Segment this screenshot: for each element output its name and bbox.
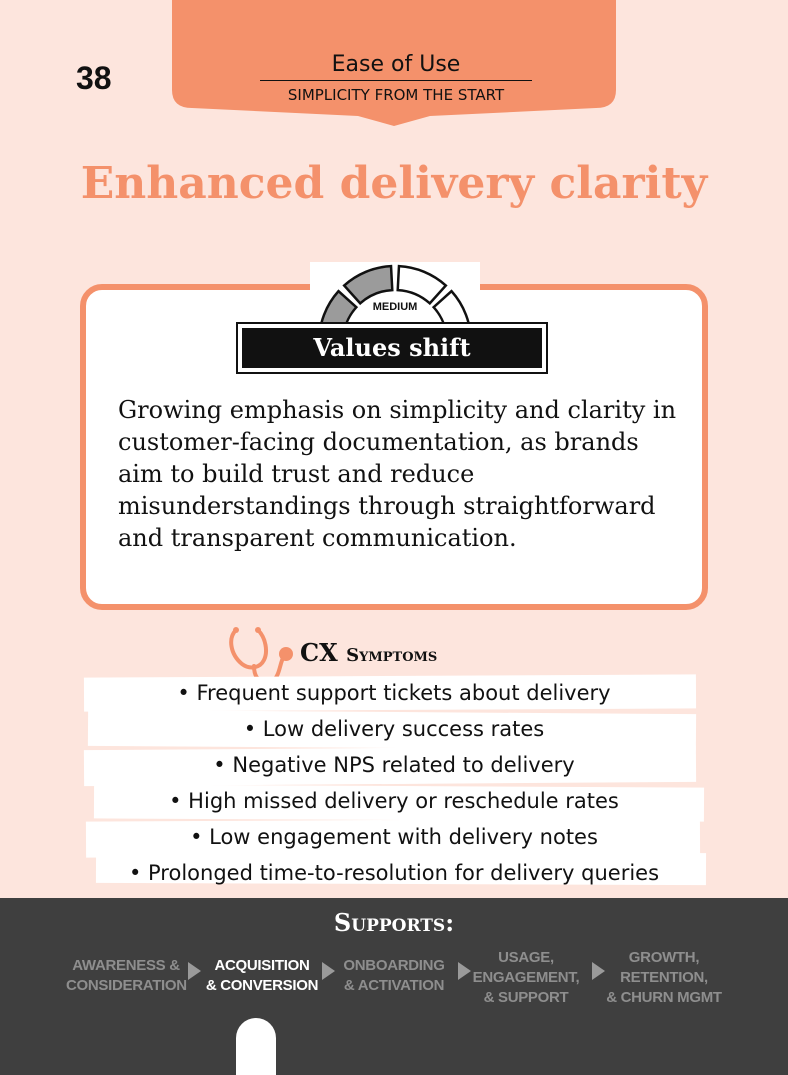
shift-type-badge: Values shift [236, 322, 548, 374]
symptom-item: • High missed delivery or reschedule rat… [169, 789, 619, 813]
symptom-item: • Frequent support tickets about deliver… [177, 681, 611, 705]
shift-type-label: Values shift [242, 328, 542, 368]
symptom-item: • Low engagement with delivery notes [190, 825, 598, 849]
stage-arrow-icon [188, 962, 201, 980]
card-headline: Enhanced delivery clarity [80, 158, 708, 209]
stage-arrow-icon [458, 962, 471, 980]
stage-usage: USAGE, ENGAGEMENT, & SUPPORT [472, 949, 580, 1006]
stage-awareness: AWARENESS & CONSIDERATION [66, 957, 187, 994]
stage-arrow-icon [592, 962, 605, 980]
active-stage-marker [236, 1018, 276, 1075]
header-tab [172, 0, 616, 126]
page-number: 38 [76, 60, 112, 96]
symptoms-title: CX Symptoms [300, 638, 437, 667]
gauge-label: MEDIUM [372, 301, 418, 313]
shift-description: Growing emphasis on simplicity and clari… [118, 396, 677, 552]
symptoms-title-rest: Symptoms [346, 645, 438, 666]
gauge-segment-empty [431, 289, 472, 332]
stage-acquisition: ACQUISITION & CONVERSION [205, 957, 319, 994]
gauge-segment-filled [342, 264, 394, 306]
shift-description-box: Growing emphasis on simplicity and clari… [80, 284, 708, 610]
symptoms-title-prefix: CX [300, 638, 347, 667]
category-subtitle: SIMPLICITY FROM THE START [287, 86, 505, 104]
gauge-segment-empty [396, 264, 448, 306]
supports-title-text: Supports: [333, 908, 455, 937]
supports-panel: Supports: AWARENESS & CONSIDERATION ACQU… [0, 898, 788, 1075]
stage-arrow-icon [322, 962, 335, 980]
stage-onboarding: ONBOARDING & ACTIVATION [343, 957, 445, 994]
stage-growth: GROWTH, RETENTION, & CHURN MGMT [606, 949, 722, 1006]
category-title: Ease of Use [331, 52, 461, 77]
supports-title: Supports: [0, 908, 788, 937]
gauge-icon [310, 262, 480, 332]
symptom-item: • Low delivery success rates [243, 717, 545, 741]
symptom-item: • Negative NPS related to delivery [213, 753, 575, 777]
category-divider [260, 80, 532, 81]
symptom-item: • Prolonged time-to-resolution for deliv… [128, 861, 660, 885]
